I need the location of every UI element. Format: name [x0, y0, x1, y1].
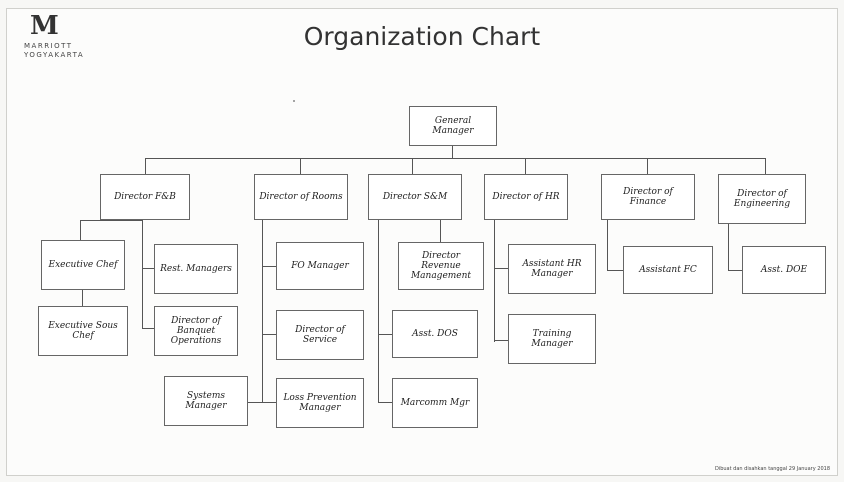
fb-right-spine	[142, 220, 143, 328]
director-engineering-box: Director of Engineering	[718, 174, 806, 224]
executive-chef-box: Executive Chef	[41, 240, 125, 290]
rooms-drop	[300, 158, 301, 174]
director-bus	[145, 158, 765, 159]
fb-left-drop	[80, 220, 81, 240]
lp-link	[248, 402, 276, 403]
banquet-director-box: Director of Banquet Operations	[154, 306, 238, 356]
systems-manager-box: Systems Manager	[164, 376, 248, 426]
executive-sous-chef-box: Executive Sous Chef	[38, 306, 128, 356]
hr-spine	[494, 220, 495, 342]
loss-prevention-box: Loss Prevention Manager	[276, 378, 364, 428]
gm-connector	[452, 145, 453, 158]
stray-dot	[293, 100, 295, 102]
rest-managers-box: Rest. Managers	[154, 244, 238, 294]
revenue-link	[440, 220, 441, 242]
dos-link	[262, 334, 276, 335]
revenue-director-box: Director Revenue Management	[398, 242, 484, 290]
director-fb-box: Director F&B	[100, 174, 190, 220]
director-of-service-box: Director of Service	[276, 310, 364, 360]
training-link	[494, 340, 508, 341]
marcomm-box: Marcomm Mgr	[392, 378, 478, 428]
page-title: Organization Chart	[303, 22, 541, 51]
rest-link	[142, 268, 154, 269]
banquet-link	[142, 328, 154, 329]
footnote: Dibuat dan disahkan tanggal 29 January 2…	[714, 466, 830, 472]
director-finance-box: Director of Finance	[601, 174, 695, 220]
marriott-m-icon: M	[30, 11, 59, 41]
sm-drop	[412, 158, 413, 174]
finance-drop	[647, 158, 648, 174]
director-rooms-box: Director of Rooms	[254, 174, 348, 220]
rooms-spine	[262, 220, 263, 402]
marcomm-link	[378, 402, 392, 403]
sous-link	[82, 290, 83, 306]
asst-hr-link	[494, 268, 508, 269]
eng-drop	[765, 158, 766, 174]
marriott-logo: M MARRIOTT YOGYAKARTA	[24, 12, 114, 62]
director-hr-box: Director of HR	[484, 174, 568, 220]
fo-manager-box: FO Manager	[276, 242, 364, 290]
fo-link	[262, 266, 276, 267]
fb-branch	[80, 220, 142, 221]
asst-fc-link	[607, 270, 623, 271]
asst-dos-link	[378, 334, 392, 335]
fb-drop	[145, 158, 146, 174]
assistant-fc-box: Assistant FC	[623, 246, 713, 294]
asst-dos-box: Asst. DOS	[392, 310, 478, 358]
hr-drop	[525, 158, 526, 174]
finance-spine	[607, 220, 608, 270]
eng-spine	[728, 224, 729, 270]
asst-doe-box: Asst. DOE	[742, 246, 826, 294]
logo-line2: YOGYAKARTA	[24, 51, 85, 59]
training-manager-box: Training Manager	[508, 314, 596, 364]
director-sm-box: Director S&M	[368, 174, 462, 220]
asst-hr-manager-box: Assistant HR Manager	[508, 244, 596, 294]
sm-spine	[378, 220, 379, 402]
asst-doe-link	[728, 270, 742, 271]
general-manager-box: General Manager	[409, 106, 497, 146]
logo-line1: MARRIOTT	[24, 42, 73, 50]
